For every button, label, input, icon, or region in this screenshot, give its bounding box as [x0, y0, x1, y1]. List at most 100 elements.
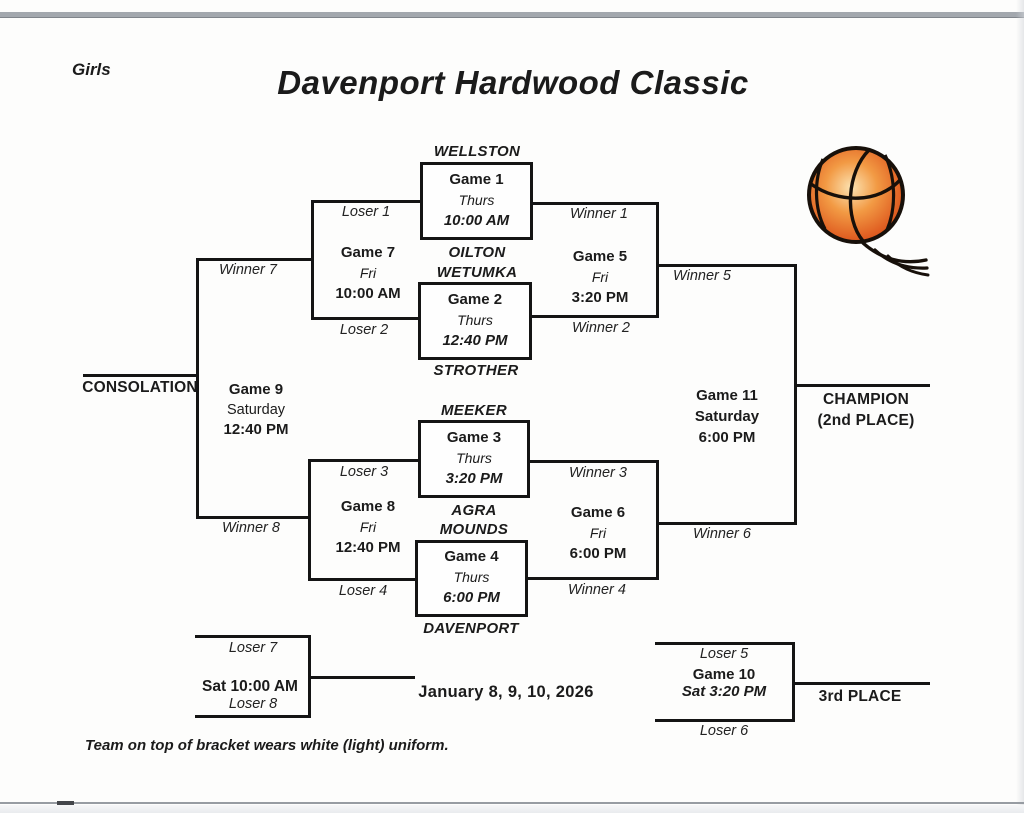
line-winner1	[533, 202, 659, 205]
game7-time: 10:00 AM	[335, 285, 401, 302]
game8-time: 12:40 PM	[335, 539, 401, 556]
game11-name: Game 11	[696, 387, 758, 404]
team-mounds: MOUNDS	[439, 521, 509, 538]
game1-time: 10:00 AM	[443, 212, 510, 229]
game5-time: 3:20 PM	[571, 289, 629, 306]
line-loser1	[313, 200, 421, 203]
line-final-vertical	[794, 264, 797, 525]
line-game6-vertical	[656, 460, 659, 580]
game1-box: Game 1 Thurs 10:00 AM	[420, 162, 533, 240]
game4-box: Game 4 Thurs 6:00 PM	[415, 540, 528, 617]
champion-sub-label: (2nd PLACE)	[817, 412, 915, 429]
line-third-place-output	[795, 682, 930, 685]
third-place-label: 3rd PLACE	[818, 688, 902, 705]
game8-day: Fri	[359, 519, 377, 535]
line-loser5	[655, 642, 795, 645]
line-game8-vertical	[308, 459, 311, 581]
line-consolation-semi-output	[311, 676, 415, 679]
game11-block: Game 11 Saturday 6:00 PM	[695, 385, 759, 448]
scan-edge-bottom-shade	[0, 805, 1024, 813]
line-champion	[796, 384, 930, 387]
game1-name: Game 1	[449, 171, 504, 188]
game11-time: 6:00 PM	[698, 429, 756, 446]
slot-winner8: Winner 8	[222, 520, 280, 536]
basketball-icon	[807, 146, 930, 277]
game4-day: Thurs	[453, 569, 490, 585]
game1-day: Thurs	[458, 192, 495, 208]
game4-time: 6:00 PM	[443, 589, 500, 606]
consolation-label: CONSOLATION	[82, 379, 198, 396]
line-winner7	[198, 258, 313, 261]
game8-name: Game 8	[340, 498, 396, 515]
slot-loser1: Loser 1	[341, 204, 391, 220]
team-meeker: MEEKER	[441, 402, 507, 419]
line-consolation	[83, 374, 198, 377]
champion-block: CHAMPION (2nd PLACE)	[818, 389, 915, 431]
team-wetumka: WETUMKA	[436, 264, 518, 281]
line-loser3	[310, 459, 418, 462]
game3-name: Game 3	[446, 429, 502, 446]
slot-winner6: Winner 6	[693, 526, 751, 542]
scan-edge-top	[0, 12, 1024, 18]
line-consolation-vertical	[196, 258, 199, 519]
line-game5-vertical	[656, 202, 659, 318]
game7-day: Fri	[359, 265, 377, 281]
line-consolation-semi-vertical	[308, 635, 311, 718]
line-winner4	[528, 577, 658, 580]
game2-name: Game 2	[447, 291, 503, 308]
slot-winner7: Winner 7	[219, 262, 277, 278]
category-label: Girls	[72, 60, 111, 79]
game8-block: Game 8 Fri 12:40 PM	[335, 496, 400, 558]
consolation-semi-time: Sat 10:00 AM	[202, 678, 298, 695]
line-winner5	[658, 264, 797, 267]
slot-loser3: Loser 3	[339, 464, 389, 480]
slot-loser7: Loser 7	[228, 640, 278, 656]
tournament-date: January 8, 9, 10, 2026	[418, 683, 594, 701]
slot-loser6: Loser 6	[699, 723, 749, 739]
line-loser6	[655, 719, 795, 722]
game5-name: Game 5	[572, 248, 628, 265]
slot-loser2: Loser 2	[339, 322, 389, 338]
team-davenport: DAVENPORT	[423, 620, 519, 637]
game4-name: Game 4	[444, 548, 499, 565]
champion-label: CHAMPION	[822, 391, 909, 408]
slot-loser8: Loser 8	[228, 696, 278, 712]
line-loser7	[195, 635, 311, 638]
game5-block: Game 5 Fri 3:20 PM	[572, 246, 629, 308]
line-third-place-vertical	[792, 642, 795, 722]
slot-winner5: Winner 5	[673, 268, 731, 284]
team-oilton: OILTON	[448, 244, 506, 261]
line-winner2	[532, 315, 659, 318]
game11-day: Saturday	[694, 408, 760, 425]
game9-block: Game 9 Saturday 12:40 PM	[223, 380, 288, 440]
team-wellston: WELLSTON	[433, 143, 521, 160]
scan-edge-right	[1016, 0, 1024, 813]
game6-block: Game 6 Fri 6:00 PM	[570, 502, 627, 564]
game6-name: Game 6	[570, 504, 626, 521]
game9-day: Saturday	[226, 402, 286, 418]
game10-name: Game 10	[692, 666, 756, 683]
line-loser8	[195, 715, 311, 718]
slot-loser5: Loser 5	[699, 646, 749, 662]
game7-block: Game 7 Fri 10:00 AM	[335, 242, 400, 304]
line-loser2	[313, 317, 419, 320]
line-loser4	[310, 578, 416, 581]
game2-day: Thurs	[457, 312, 493, 328]
game6-time: 6:00 PM	[569, 545, 627, 562]
line-winner6	[658, 522, 797, 525]
game9-time: 12:40 PM	[223, 421, 289, 438]
game3-day: Thurs	[456, 450, 492, 466]
slot-loser4: Loser 4	[338, 583, 388, 599]
game10-time: Sat 3:20 PM	[681, 683, 767, 700]
uniform-note: Team on top of bracket wears white (ligh…	[85, 737, 449, 754]
team-strother: STROTHER	[433, 362, 519, 379]
slot-winner1: Winner 1	[570, 206, 628, 222]
game7-name: Game 7	[340, 244, 396, 261]
game5-day: Fri	[591, 269, 609, 285]
line-winner3	[530, 460, 658, 463]
game3-time: 3:20 PM	[445, 470, 503, 487]
scan-edge-bottom-line	[0, 802, 1024, 804]
page-title: Davenport Hardwood Classic	[277, 64, 749, 101]
team-agra: AGRA	[451, 502, 497, 519]
game3-box: Game 3 Thurs 3:20 PM	[418, 420, 530, 498]
